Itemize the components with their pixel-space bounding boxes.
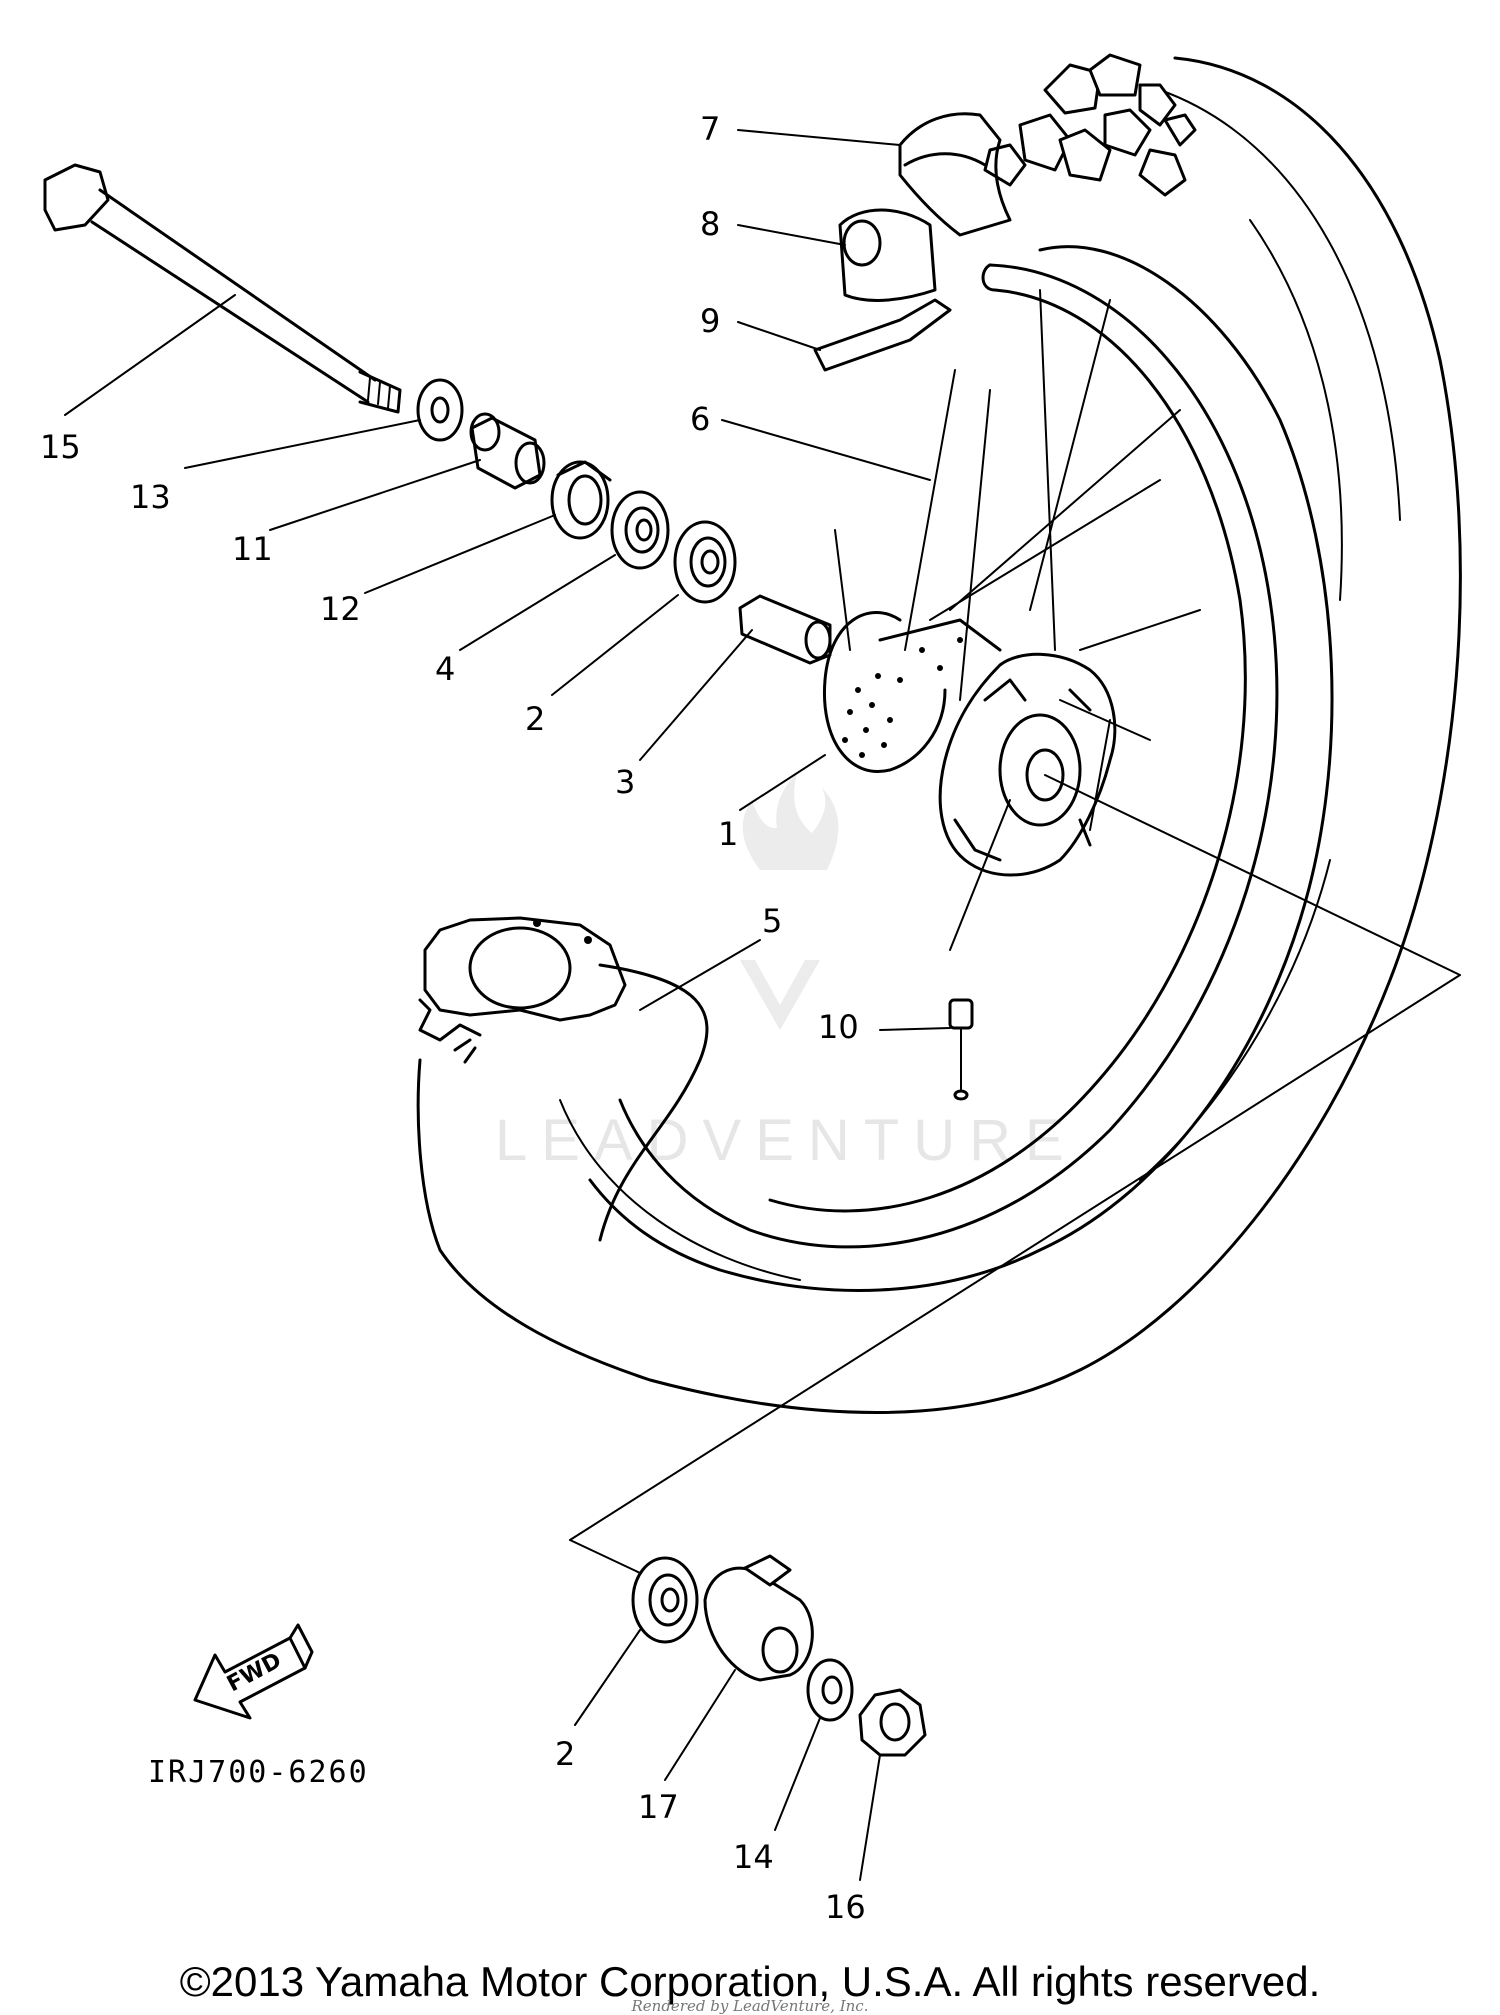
tire xyxy=(416,53,1462,1414)
axle xyxy=(43,163,402,414)
rim xyxy=(618,263,1279,1249)
watermark-text: LEADVENTURE xyxy=(495,1108,1078,1173)
collar-11 xyxy=(469,412,546,490)
bearing-2-lower xyxy=(631,1556,699,1644)
rendered-by-notice: Rendered by LeadVenture, Inc. xyxy=(631,1997,869,2015)
callout-2-upper: 2 xyxy=(525,700,545,738)
tire-tread xyxy=(983,53,1197,197)
callout-9: 9 xyxy=(700,302,720,340)
callout-8: 8 xyxy=(700,205,720,243)
callouts: 7 8 9 6 15 13 11 12 4 2 3 1 5 10 2 17 14… xyxy=(40,110,866,1926)
gear-unit-17 xyxy=(703,1554,814,1682)
callout-12: 12 xyxy=(320,590,361,628)
callout-3: 3 xyxy=(615,763,635,801)
callout-6: 6 xyxy=(690,400,710,438)
callout-15: 15 xyxy=(40,428,81,466)
valve xyxy=(948,998,974,1101)
washer-13 xyxy=(416,378,464,442)
callout-13: 13 xyxy=(130,478,171,516)
callout-4: 4 xyxy=(435,650,455,688)
callout-10: 10 xyxy=(818,1008,859,1046)
seal-12 xyxy=(550,460,612,540)
spokes xyxy=(834,289,1201,951)
leader-lines xyxy=(64,129,951,1881)
nut-16 xyxy=(858,1688,927,1757)
bearing-2-upper xyxy=(673,520,737,604)
callout-7: 7 xyxy=(700,110,720,148)
callout-2-lower: 2 xyxy=(555,1735,575,1773)
callout-16: 16 xyxy=(825,1888,866,1926)
hub xyxy=(822,611,1117,877)
bearing-4 xyxy=(610,490,670,570)
watermark: LEADVENTURE xyxy=(495,773,1078,1173)
brake-assembly xyxy=(418,916,709,1242)
tube xyxy=(813,208,952,372)
callout-11: 11 xyxy=(232,530,273,568)
washer-14 xyxy=(806,1658,854,1722)
drawing-code: IRJ700-6260 xyxy=(148,1755,369,1790)
callout-1: 1 xyxy=(718,815,738,853)
fwd-arrow-icon: FWD xyxy=(193,1623,314,1720)
spacer-3 xyxy=(738,594,832,665)
callout-5: 5 xyxy=(762,902,782,940)
callout-14: 14 xyxy=(733,1838,774,1876)
copyright-notice: ©2013 Yamaha Motor Corporation, U.S.A. A… xyxy=(179,1958,1321,2005)
callout-17: 17 xyxy=(638,1788,679,1826)
assembly-lines xyxy=(569,774,1461,1581)
